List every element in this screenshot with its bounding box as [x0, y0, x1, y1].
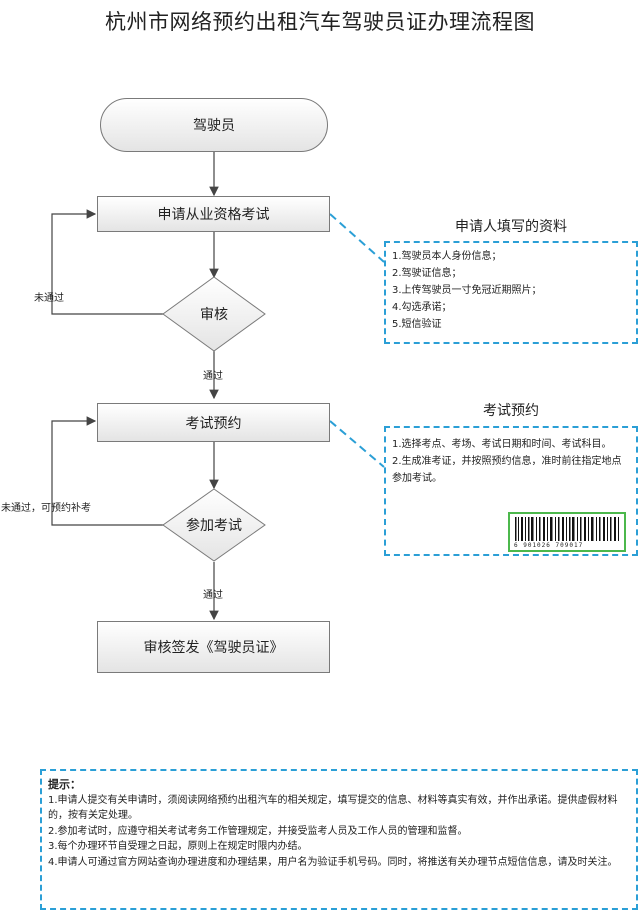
- arrow-review-fail-loop: [51, 209, 164, 315]
- review-label: 审核: [200, 307, 228, 323]
- booking-panel: 1.选择考点、考场、考试日期和时间、考试科目。 2.生成准考证，并按照预约信息，…: [384, 426, 638, 556]
- tips-item: 4.申请人可通过官方网站查询办理进度和办理结果，用户名为验证手机号码。同时，将推…: [48, 856, 618, 868]
- materials-item: 2.驾驶证信息；: [392, 268, 462, 279]
- page-title: 杭州市网络预约出租汽车驾驶员证办理流程图: [105, 10, 535, 34]
- materials-title: 申请人填写的资料: [455, 219, 567, 235]
- barcode-bars: [515, 517, 619, 541]
- barcode-icon: 6 901026 709017: [508, 512, 626, 552]
- tips-title: 提示：: [48, 778, 81, 791]
- start-label: 驾驶员: [193, 118, 235, 134]
- exam-label: 参加考试: [186, 518, 242, 534]
- arrow-exam-fail-loop: [51, 416, 164, 526]
- materials-item: 5.短信验证: [392, 319, 442, 330]
- callout-booking: [329, 420, 385, 468]
- tips-panel: 提示： 1.申请人提交有关申请时，须阅读网络预约出租汽车的相关规定，填写提交的信…: [40, 769, 638, 910]
- booking-item: 1.选择考点、考场、考试日期和时间、考试科目。: [392, 439, 612, 450]
- apply-node: 申请从业资格考试: [97, 196, 330, 232]
- materials-panel: 1.驾驶员本人身份信息； 2.驾驶证信息； 3.上传驾驶员一寸免冠近期照片； 4…: [384, 241, 638, 344]
- exam-fail-label: 未通过，可预约补考: [1, 503, 91, 514]
- tips-item: 2.参加考试时，应遵守相关考试考务工作管理规定，并接受监考人员及工作人员的管理和…: [48, 825, 468, 837]
- exam-pass-label: 通过: [203, 590, 223, 601]
- exam-diamond: [162, 488, 266, 562]
- start-node: 驾驶员: [100, 98, 328, 152]
- materials-item: 3.上传驾驶员一寸免冠近期照片；: [392, 285, 542, 296]
- tips-item: 3.每个办理环节自受理之日起，原则上在规定时限内办结。: [48, 841, 308, 852]
- review-diamond: [162, 276, 266, 352]
- materials-item: 4.勾选承诺；: [392, 302, 452, 313]
- tips-item: 1.申请人提交有关申请时，须阅读网络预约出租汽车的相关规定，填写提交的信息、材料…: [48, 794, 618, 822]
- materials-item: 1.驾驶员本人身份信息；: [392, 251, 502, 262]
- issue-node: 审核签发《驾驶员证》: [97, 621, 330, 673]
- apply-label: 申请从业资格考试: [157, 207, 270, 223]
- callout-materials: [329, 213, 385, 263]
- booking-item: 2.生成准考证，并按照预约信息，准时前往指定地点参加考试。: [392, 456, 622, 484]
- review-fail-label: 未通过: [34, 293, 64, 304]
- booking-label: 考试预约: [185, 415, 242, 432]
- booking-panel-title: 考试预约: [483, 403, 539, 419]
- review-pass-label: 通过: [203, 371, 223, 382]
- issue-label: 审核签发《驾驶员证》: [143, 640, 284, 656]
- booking-node: 考试预约: [97, 403, 330, 442]
- barcode-number: 6 901026 709017: [514, 542, 584, 549]
